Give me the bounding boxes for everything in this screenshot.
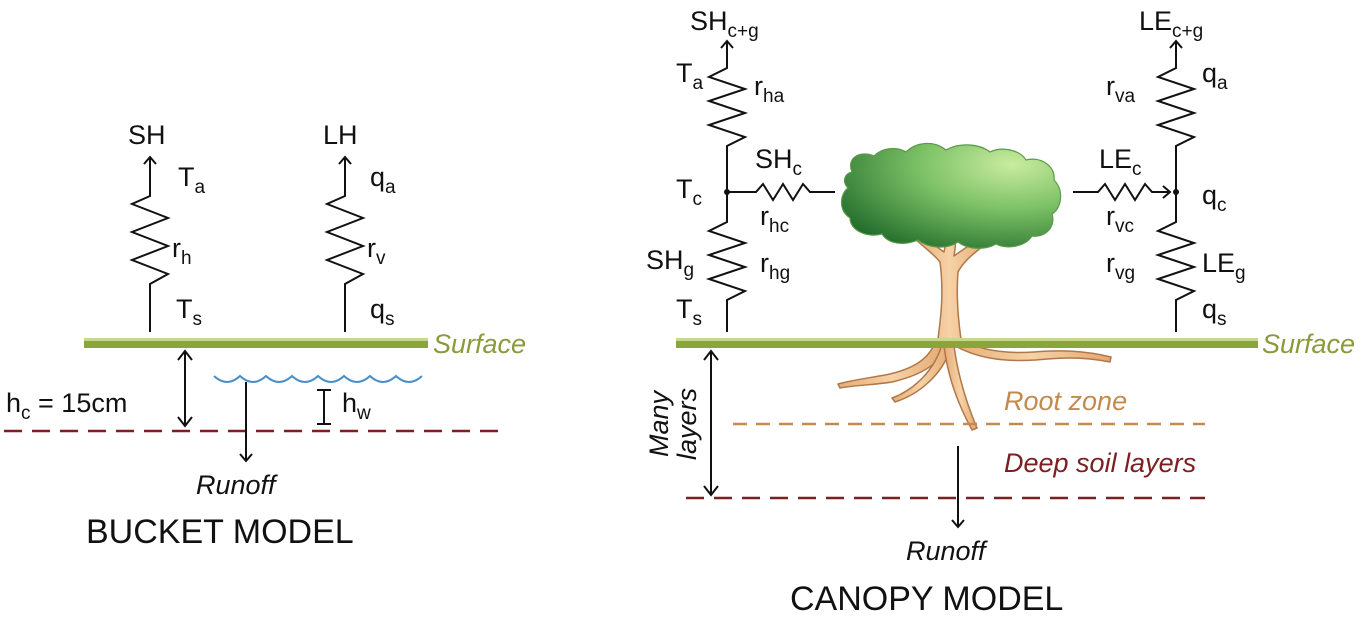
canopy-layers-arrow — [703, 349, 719, 497]
canopy-qs-label: qs — [1202, 294, 1227, 330]
canopy-shg-label: SHg — [646, 245, 694, 281]
canopy-many-layers-label: Manylayers — [644, 388, 702, 460]
bucket-qa-label: qa — [370, 162, 396, 198]
tree-roots — [837, 337, 1112, 431]
canopy-model: SHc+g Ta rha Tc SHc rhc SHg rhg Ts LEc+g… — [644, 6, 1355, 618]
tree-illustration — [837, 142, 1112, 431]
canopy-surface-label: Surface — [1262, 329, 1355, 359]
canopy-surface-bar — [676, 338, 1258, 348]
canopy-rvg-label: rvg — [1106, 248, 1135, 284]
canopy-qa-label: qa — [1202, 58, 1228, 94]
bucket-water-depth-bracket — [317, 389, 331, 425]
canopy-rva-label: rva — [1106, 71, 1136, 107]
canopy-rhc-label: rhc — [760, 201, 789, 237]
canopy-surface-highlight — [676, 338, 1258, 341]
bucket-ta-label: Ta — [178, 162, 206, 198]
canopy-runoff-label: Runoff — [906, 536, 988, 566]
canopy-deep-soil-label: Deep soil layers — [1004, 448, 1196, 478]
bucket-model: SH Ta rh Ts LH qa rv qs Surface hc = 15c… — [4, 120, 526, 551]
bucket-runoff-label: Runoff — [196, 470, 278, 500]
canopy-model-title: CANOPY MODEL — [790, 580, 1063, 618]
bucket-surface-highlight — [84, 338, 428, 341]
canopy-le-total-label: LEc+g — [1139, 6, 1203, 42]
tree-canopy — [840, 142, 1062, 249]
canopy-ta-label: Ta — [676, 58, 704, 94]
canopy-shc-label: SHc — [755, 144, 802, 180]
bucket-surface-label: Surface — [433, 329, 526, 359]
canopy-rha-label: rha — [754, 71, 785, 107]
bucket-surface-bar — [84, 338, 428, 348]
bucket-lh-flux-label: LH — [323, 120, 358, 150]
bucket-water-wave — [213, 374, 423, 383]
bucket-qs-label: qs — [370, 294, 395, 330]
canopy-lec-label: LEc — [1099, 144, 1142, 180]
bucket-model-title: BUCKET MODEL — [86, 513, 354, 551]
bucket-ts-label: Ts — [176, 294, 202, 330]
canopy-ts-label: Ts — [676, 294, 702, 330]
canopy-rvc-label: rvc — [1106, 201, 1134, 237]
canopy-root-zone-label: Root zone — [1004, 386, 1127, 416]
canopy-le-resistor-chain — [1073, 39, 1198, 332]
canopy-qc-label: qc — [1202, 180, 1227, 216]
canopy-leg-label: LEg — [1202, 248, 1246, 284]
bucket-rh-label: rh — [172, 233, 192, 269]
bucket-sh-flux-label: SH — [128, 120, 166, 150]
canopy-sh-resistor-chain — [705, 39, 835, 332]
canopy-rhg-label: rhg — [760, 248, 790, 284]
canopy-tc-label: Tc — [676, 174, 702, 210]
bucket-sh-resistor-chain — [129, 155, 171, 332]
bucket-hw-label: hw — [342, 388, 371, 424]
bucket-hc-label: hc = 15cm — [6, 388, 127, 424]
bucket-lh-resistor-chain — [324, 155, 366, 332]
bucket-rv-label: rv — [367, 233, 386, 269]
bucket-depth-arrow — [177, 349, 193, 428]
canopy-sh-total-label: SHc+g — [690, 6, 759, 42]
